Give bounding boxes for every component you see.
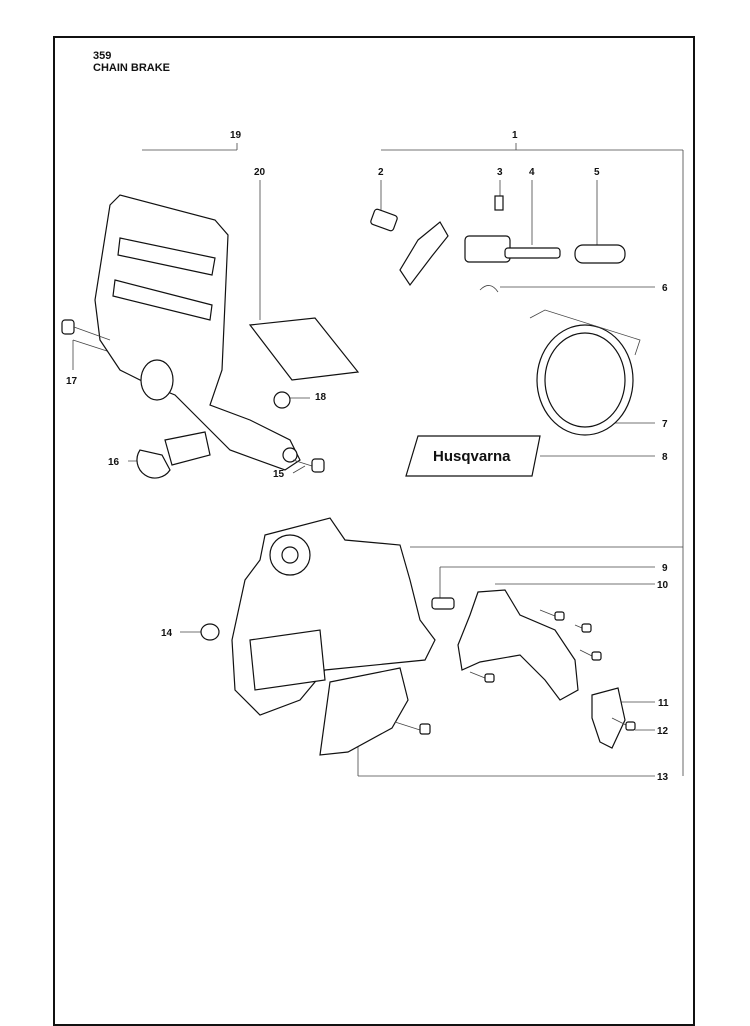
guide-pin: [431, 597, 455, 610]
nut: [200, 623, 220, 641]
callout-7: 7: [662, 419, 668, 430]
callout-4: 4: [529, 167, 535, 178]
callout-2: 2: [378, 167, 384, 178]
brake-band: [529, 309, 641, 436]
screw: [539, 609, 565, 621]
brand-decal: Husqvarna: [405, 435, 541, 477]
callout-10: 10: [657, 580, 669, 591]
guide-plate: [319, 667, 409, 756]
callout-6: 6: [662, 283, 668, 294]
callout-9: 9: [662, 563, 668, 574]
chain-guard: [457, 589, 579, 701]
brake-mechanism: [370, 195, 626, 293]
callout-18: 18: [315, 392, 327, 403]
callout-1: 1: [512, 130, 518, 141]
callout-5: 5: [594, 167, 600, 178]
callout-17: 17: [66, 376, 78, 387]
callout-12: 12: [657, 726, 669, 737]
screw: [611, 717, 636, 731]
screw: [579, 649, 602, 661]
clutch-cover: [231, 517, 436, 716]
callout-11: 11: [658, 698, 669, 709]
screw: [574, 623, 592, 633]
chain-catcher: [591, 687, 626, 749]
warning-decal: [248, 317, 360, 381]
screw: [292, 458, 325, 473]
brake-lever-bushing: [136, 431, 211, 479]
callout-19: 19: [230, 130, 242, 141]
section-title: CHAIN BRAKE: [93, 62, 170, 74]
brand-label: Husqvarna: [433, 448, 511, 465]
screw: [394, 721, 431, 735]
callout-14: 14: [161, 628, 173, 639]
callout-15: 15: [273, 469, 285, 480]
callout-8: 8: [662, 452, 668, 463]
callout-3: 3: [497, 167, 503, 178]
callout-13: 13: [657, 772, 669, 783]
washer: [273, 391, 291, 409]
callout-20: 20: [254, 167, 266, 178]
hand-guard: [94, 194, 301, 471]
model-number: 359: [93, 50, 112, 62]
screw: [61, 319, 111, 341]
callout-16: 16: [108, 457, 120, 468]
callout-labels: 1 2 3 4 5 6 7 8 9 10 11 12 13 14 15 16 1…: [66, 130, 669, 783]
screw: [469, 671, 495, 683]
